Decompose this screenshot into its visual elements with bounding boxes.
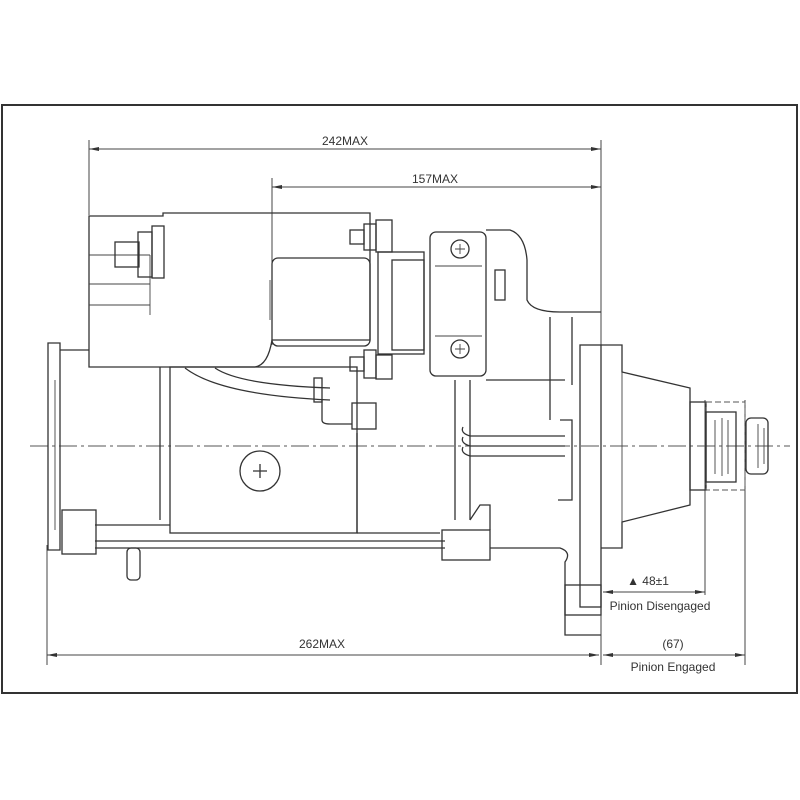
cable — [184, 367, 377, 430]
mounting-stud — [126, 547, 141, 581]
drive-housing — [441, 317, 601, 636]
solenoid-lower-terminal — [349, 349, 393, 380]
flange — [564, 344, 602, 616]
dim-label-pinion-disengaged-value: ▲ 48±1 — [627, 574, 669, 588]
dim-label-262max: 262MAX — [299, 637, 345, 651]
pinion-gear — [689, 401, 769, 491]
bracket-screw-bottom — [450, 339, 470, 359]
dim-label-pinion-engaged-value: (67) — [662, 637, 683, 651]
solenoid-upper-terminal — [349, 219, 425, 355]
solenoid-terminal-bolt — [114, 225, 165, 279]
body-screw — [239, 450, 281, 492]
solenoid-bracket — [429, 229, 601, 381]
end-cap — [47, 342, 97, 555]
dim-label-pinion-disengaged: Pinion Disengaged — [610, 599, 711, 613]
dim-label-pinion-engaged: Pinion Engaged — [631, 660, 716, 674]
bracket-screw-top — [450, 239, 470, 259]
drawing-frame — [1, 104, 798, 694]
dim-label-242max: 242MAX — [322, 134, 368, 148]
motor-body — [95, 366, 445, 549]
dim-label-157max: 157MAX — [412, 172, 458, 186]
solenoid — [88, 212, 371, 368]
